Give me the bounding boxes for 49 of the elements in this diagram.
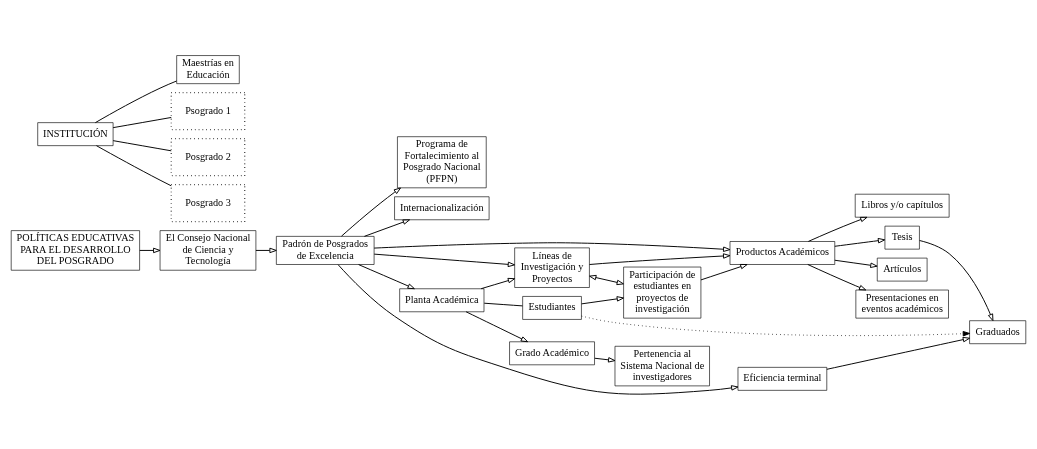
node-box: Eficiencia terminal: [737, 366, 828, 391]
arrow: [337, 263, 739, 395]
arrow: [139, 247, 161, 253]
connector: [112, 139, 172, 151]
arrow: [700, 263, 748, 280]
node-box: Presentaciones en eventos académicos: [855, 289, 949, 318]
node-box: Líneas de Investigación y Proyectos: [514, 247, 590, 288]
node-box: Padrón de Posgrados de Excelencia: [276, 235, 375, 265]
node-box: Artículos: [876, 257, 928, 281]
node-box: Posgrado 3: [170, 183, 246, 222]
node-box: El Consejo Nacional de Ciencia y Tecnología: [159, 229, 257, 271]
node-box: Planta Académica: [399, 287, 485, 312]
node-box: Pertenencia al Sistema Nacional de investigadores: [614, 345, 710, 386]
arrow: [807, 263, 867, 290]
arrow: [465, 310, 529, 342]
node-box: Grado Académico: [509, 341, 595, 365]
node-box: Productos Académicos: [729, 240, 836, 265]
node-box: POLÍTICAS EDUCATIVAS PARA EL DESARROLLO DEL POSGRADO: [10, 229, 140, 271]
arrow: [581, 295, 624, 304]
node-box: Libros y/o capítulos: [854, 193, 950, 218]
node-box: Maestrías en Educación: [176, 54, 240, 84]
node-box: Participación de estudiantes en proyectos de investigación: [623, 266, 702, 318]
arrow: [834, 259, 878, 268]
arrow: [826, 336, 971, 370]
node-box: Estudiantes: [522, 295, 582, 320]
connector: [94, 80, 178, 123]
connector: [95, 144, 172, 186]
arrow: [589, 252, 731, 265]
connector: [112, 116, 172, 128]
connector: [483, 302, 523, 306]
arrow: [358, 263, 415, 289]
arrow: [341, 187, 401, 237]
node-box: Programa de Fortalecimiento al Posgrado Nacional (PFPN): [397, 135, 487, 188]
arrow: [589, 274, 624, 285]
arrow: [834, 237, 886, 247]
node-box: Psogrado 1: [170, 91, 246, 130]
arrow: [480, 277, 516, 289]
arrow: [373, 241, 731, 252]
arrow: [919, 239, 994, 321]
arrow: [255, 247, 277, 253]
node-box: Posgrado 2: [170, 137, 246, 176]
node-box: Graduados: [969, 319, 1027, 344]
arrow: [807, 216, 868, 242]
node-box: INSTITUCIÓN: [37, 121, 114, 146]
arrow: [373, 253, 516, 267]
arrow: [363, 218, 411, 237]
node-box: Internacionalización: [394, 195, 490, 220]
arrow: [594, 356, 616, 363]
node-box: Tesis: [884, 225, 920, 249]
